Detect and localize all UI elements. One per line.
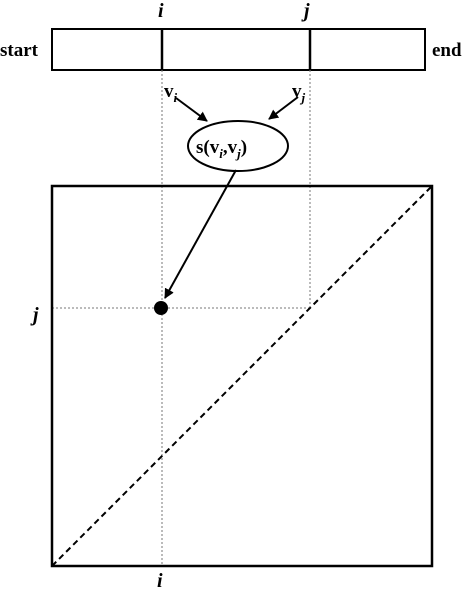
arrow-similarity-to-matrix xyxy=(164,169,237,299)
matrix-col-label-i: i xyxy=(157,570,163,591)
timeline-bar xyxy=(51,28,426,71)
guide-lines xyxy=(52,70,311,566)
similarity-label: s(vi,vj) xyxy=(196,137,247,161)
vector-vi-label: vi xyxy=(164,81,178,105)
start-label: start xyxy=(0,40,39,61)
arrow-vj-to-similarity xyxy=(268,96,299,120)
timeline-index-j-label: j xyxy=(301,0,310,22)
timeline-index-i-label: i xyxy=(158,0,164,22)
similarity-matrix xyxy=(50,184,434,568)
matrix-point-ij xyxy=(154,301,168,315)
vector-vj-label: vj xyxy=(292,81,306,105)
arrow-vi-to-similarity xyxy=(175,97,208,122)
matrix-diagonal xyxy=(51,185,433,567)
matrix-row-label-j: j xyxy=(30,304,39,326)
similarity-ellipse xyxy=(187,120,289,172)
end-label: end xyxy=(432,40,462,61)
